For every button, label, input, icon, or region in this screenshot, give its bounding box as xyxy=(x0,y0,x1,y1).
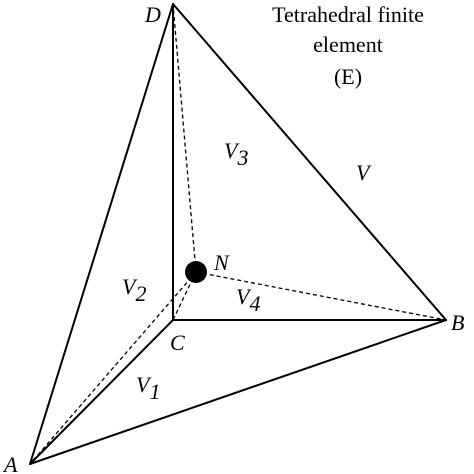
dashed-line-N-A xyxy=(29,271,197,465)
edge-DB xyxy=(172,3,447,321)
vertex-label-N: N xyxy=(213,250,230,275)
dashed-line-N-D xyxy=(172,3,197,273)
edge-AD xyxy=(29,3,174,465)
volume-label-V3: V3 xyxy=(224,138,248,170)
volume-label-V: V xyxy=(356,160,372,185)
volume-label-V4-sub: 4 xyxy=(249,291,260,316)
title-line-2: element xyxy=(313,32,383,57)
edge-CA xyxy=(29,319,174,465)
volume-label-V3-base: V xyxy=(224,138,240,163)
vertex-label-C: C xyxy=(170,330,185,355)
vertex-label-A: A xyxy=(2,452,18,474)
volume-label-V1: V1 xyxy=(136,372,160,404)
title-line-1: Tetrahedral finite xyxy=(272,2,424,27)
volume-label-V2-sub: 2 xyxy=(135,281,146,306)
volume-label-V1-base: V xyxy=(136,372,152,397)
volume-label-V1-sub: 1 xyxy=(149,379,160,404)
volume-label-V2-base: V xyxy=(122,274,138,299)
volume-label-V3-sub: 3 xyxy=(236,145,248,170)
vertex-label-D: D xyxy=(144,2,161,27)
edge-AB xyxy=(29,319,447,465)
title-line-3: (E) xyxy=(334,64,362,89)
vertex-label-B: B xyxy=(451,310,464,335)
volume-label-V4: V4 xyxy=(236,284,260,316)
dashed-line-N-B xyxy=(195,271,447,321)
point-N xyxy=(185,261,207,283)
volume-label-V4-base: V xyxy=(236,284,252,309)
volume-label-V2: V2 xyxy=(122,274,146,306)
